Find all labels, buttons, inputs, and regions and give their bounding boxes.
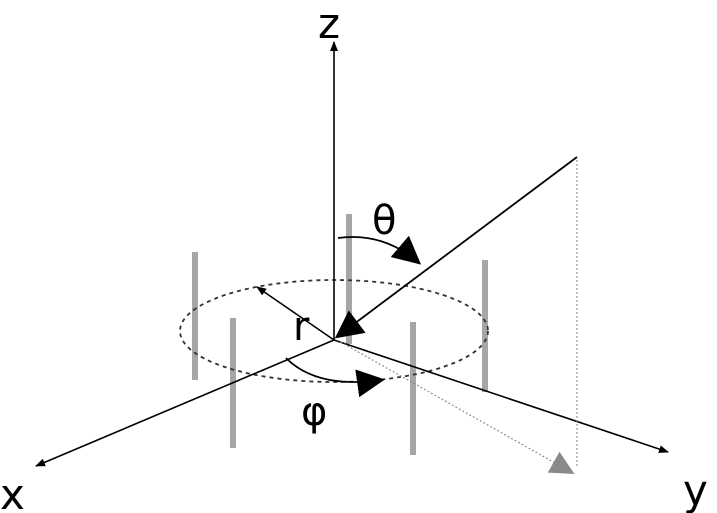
theta-arc: [337, 235, 422, 265]
x-axis-line: [35, 339, 335, 467]
position-vector-line: [334, 156, 578, 339]
ground-projection-line: [336, 339, 575, 474]
phi-arc: [285, 357, 385, 398]
y-axis-label: y: [683, 466, 708, 513]
theta-label: θ: [372, 198, 396, 244]
radius-label: r: [293, 304, 310, 350]
z-axis-label: z: [318, 0, 340, 48]
radius-arrow: [256, 286, 335, 341]
y-axis-line: [333, 339, 669, 453]
phi-label: φ: [301, 389, 327, 435]
rods: [192, 214, 488, 455]
x-axis-label: x: [0, 470, 25, 513]
